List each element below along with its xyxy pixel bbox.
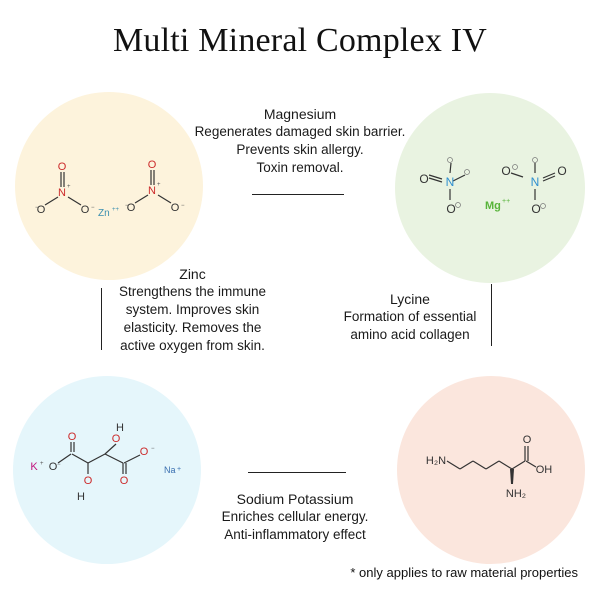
svg-text:+: + [157, 182, 161, 188]
oxygen-label: O [68, 431, 77, 443]
magnesium-ion-label: Mg [485, 200, 501, 212]
nitrogen-label: N [148, 185, 156, 197]
svg-text:++: ++ [502, 198, 510, 205]
hydrogen-label: H [116, 422, 124, 434]
oxygen-label: O [37, 204, 46, 216]
oxygen-label: O [127, 202, 136, 214]
hydroxyl-label: OH [536, 464, 553, 476]
magnesium-divider [252, 194, 344, 195]
oxygen-label: O [81, 204, 90, 216]
sodium-ion-label: Na [164, 465, 176, 475]
oxygen-label: O [523, 434, 532, 446]
magnesium-nitrate-circle [395, 93, 585, 283]
oxygen-label: O [501, 164, 510, 178]
sodium-potassium-line: Enriches cellular energy. [221, 509, 369, 524]
sodium-potassium-heading: Sodium Potassium [236, 491, 354, 507]
zinc-divider [101, 288, 102, 350]
svg-text:+: + [177, 466, 181, 473]
magnesium-line: Prevents skin allergy. [236, 142, 364, 157]
magnesium-heading: Magnesium [263, 106, 337, 122]
sodium-potassium-tartrate-molecule: K O O O H O H O O + − − Na + [30, 422, 181, 503]
sodium-potassium-line: Anti-inflammatory effect [224, 527, 366, 542]
hydrogen-label: H [77, 491, 85, 503]
svg-text:+: + [40, 461, 44, 467]
magnesium-info: Magnesium Regenerates damaged skin barri… [180, 105, 420, 177]
oxygen-label: O [419, 172, 428, 186]
nitrogen-label: N [446, 175, 455, 189]
svg-text:−: − [91, 205, 95, 211]
oxygen-label: O [446, 202, 455, 216]
lycine-divider [491, 284, 492, 346]
sodium-potassium-tartrate-circle [13, 376, 201, 564]
zinc-nitrate-molecule: O N O O O N O O + − − + − − Zn ++ [35, 159, 185, 219]
oxygen-label: O [112, 433, 121, 445]
magnesium-line: Toxin removal. [256, 160, 344, 175]
magnesium-line: Regenerates damaged skin barrier. [194, 124, 406, 139]
nitrogen-label: N [531, 175, 540, 189]
svg-text:−: − [151, 446, 155, 452]
svg-text:−: − [181, 203, 185, 209]
zinc-ion-label: Zn [98, 208, 110, 219]
page-title: Multi Mineral Complex IV [112, 22, 488, 59]
oxygen-label: O [148, 159, 157, 171]
zinc-info: Zinc Strengthens the immune system. Impr… [105, 265, 280, 355]
lycine-heading: Lycine [390, 291, 430, 307]
sodium-potassium-divider [248, 472, 346, 473]
lycine-line: amino acid collagen [350, 327, 470, 342]
oxygen-label: O [140, 446, 149, 458]
svg-text:+: + [67, 184, 71, 190]
oxygen-label: O [531, 202, 540, 216]
lycine-info: Lycine Formation of essential amino acid… [330, 290, 490, 344]
oxygen-label: O [58, 161, 67, 173]
h2n-label: H₂N [426, 455, 446, 467]
zinc-line: active oxygen from skin. [120, 338, 265, 353]
zinc-line: system. Improves skin [125, 302, 260, 317]
lycine-line: Formation of essential [343, 309, 477, 324]
sodium-potassium-info: Sodium Potassium Enriches cellular energ… [185, 490, 405, 544]
nitrogen-label: N [58, 187, 66, 199]
nh2-label: NH₂ [506, 488, 526, 500]
oxygen-label: O [171, 202, 180, 214]
zinc-heading: Zinc [179, 266, 206, 282]
lysine-circle [397, 376, 585, 564]
zinc-line: elasticity. Removes the [123, 320, 262, 335]
oxygen-label: O [120, 475, 129, 487]
footnote: * only applies to raw material propertie… [350, 565, 578, 580]
lysine-molecule: H₂N O OH NH₂ [426, 434, 553, 500]
zinc-line: Strengthens the immune [118, 284, 267, 299]
oxygen-label: O [557, 164, 566, 178]
oxygen-label: O [49, 461, 58, 473]
zinc-nitrate-circle [15, 92, 203, 280]
svg-text:−: − [125, 203, 129, 209]
magnesium-nitrate-molecule: N O O N O O O Mg ++ [419, 157, 567, 216]
oxygen-label: O [84, 475, 93, 487]
svg-text:−: − [35, 205, 39, 211]
potassium-ion-label: K [30, 461, 38, 473]
svg-text:−: − [57, 462, 61, 468]
svg-text:++: ++ [112, 207, 120, 213]
